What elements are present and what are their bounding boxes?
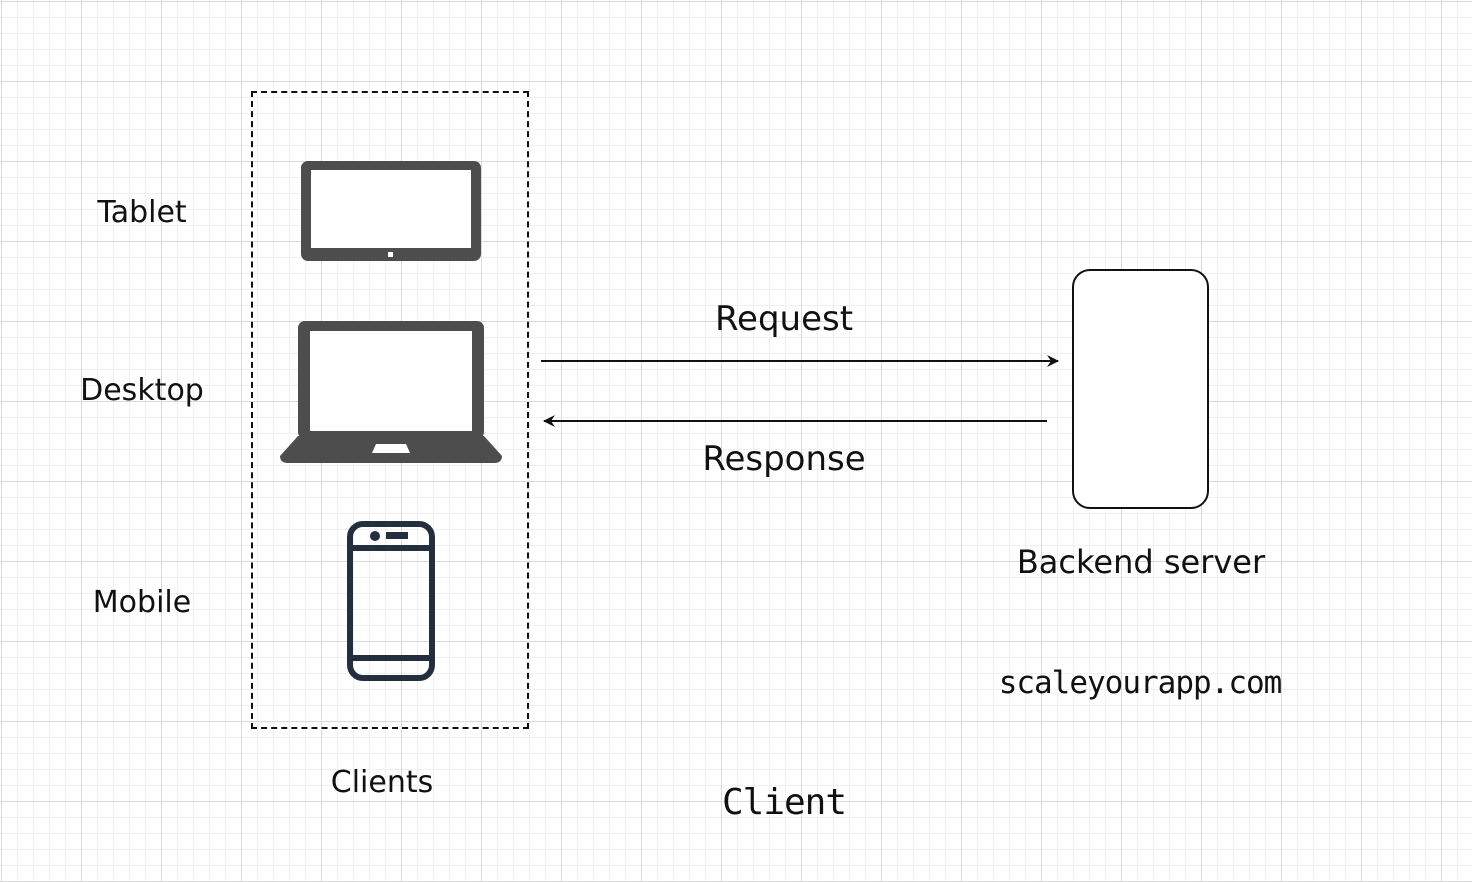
- desktop-label: Desktop: [80, 373, 204, 408]
- backend-server-box[interactable]: [1072, 269, 1209, 509]
- website-label: scaleyourapp.com: [998, 665, 1283, 701]
- mobile-label: Mobile: [92, 585, 192, 620]
- clients-group-box[interactable]: [251, 91, 529, 729]
- tablet-label: Tablet: [97, 195, 187, 230]
- backend-server-label: Backend server: [1016, 543, 1266, 581]
- tablet-icon[interactable]: [300, 160, 482, 262]
- request-response-arrows: [541, 355, 1059, 427]
- laptop-icon[interactable]: [280, 320, 502, 464]
- clients-label: Clients: [330, 765, 434, 800]
- response-label: Response: [702, 439, 866, 479]
- request-label: Request: [714, 299, 854, 339]
- diagram-title: Client: [721, 782, 847, 823]
- mobile-phone-icon[interactable]: [346, 520, 436, 682]
